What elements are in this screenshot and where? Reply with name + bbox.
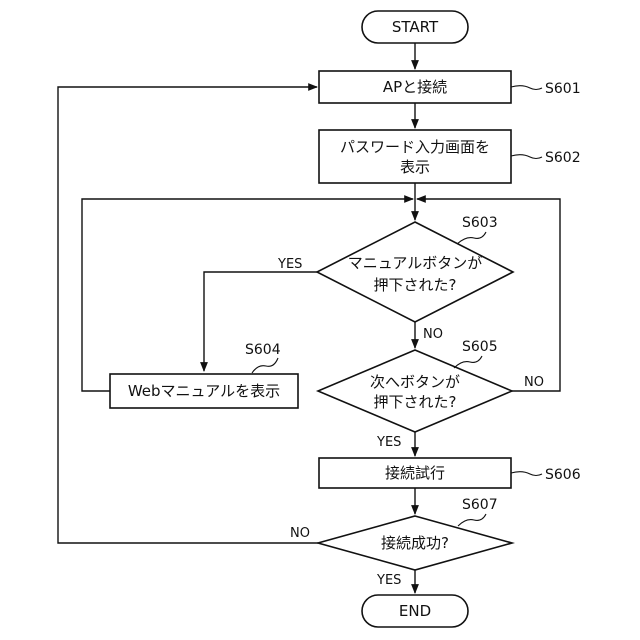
branch-s607-no: NO <box>290 526 310 541</box>
step-s601-label: APと接続 <box>383 78 447 96</box>
branch-s603-no: NO <box>423 327 443 342</box>
step-s603-diamond <box>317 222 513 322</box>
step-s602-label-line1: パスワード入力画面を <box>340 138 490 156</box>
ref-s603-leader <box>457 232 486 244</box>
branch-s603-yes: YES <box>277 257 302 272</box>
ref-s602: S602 <box>545 150 581 166</box>
end-label: END <box>399 602 431 620</box>
ref-s604-leader <box>252 358 278 373</box>
ref-s606-leader <box>511 472 542 476</box>
step-s605-label-line1: 次へボタンが <box>370 373 460 391</box>
ref-s604: S604 <box>245 342 281 358</box>
branch-s607-yes: YES <box>376 573 401 588</box>
connector-s607-no-loop <box>58 87 318 543</box>
step-s605-label-line2: 押下された? <box>374 393 457 411</box>
ref-s601: S601 <box>545 81 581 97</box>
ref-s606: S606 <box>545 467 581 483</box>
ref-s601-leader <box>511 86 542 90</box>
ref-s605-leader <box>454 356 482 368</box>
ref-s602-leader <box>511 155 542 159</box>
branch-s605-no: NO <box>524 375 544 390</box>
step-s603-label-line1: マニュアルボタンが <box>348 254 483 272</box>
step-s604-label: Webマニュアルを表示 <box>128 382 280 400</box>
step-s603-label-line2: 押下された? <box>374 276 457 294</box>
ref-s607-leader <box>458 514 486 526</box>
step-s607-label: 接続成功? <box>381 534 449 552</box>
ref-s605: S605 <box>462 339 498 355</box>
step-s605-diamond <box>318 350 512 432</box>
step-s602-label-line2: 表示 <box>400 158 430 176</box>
branch-s605-yes: YES <box>376 435 401 450</box>
ref-s607: S607 <box>462 497 498 513</box>
start-label: START <box>392 18 439 36</box>
ref-s603: S603 <box>462 215 498 231</box>
step-s606-label: 接続試行 <box>385 464 445 482</box>
